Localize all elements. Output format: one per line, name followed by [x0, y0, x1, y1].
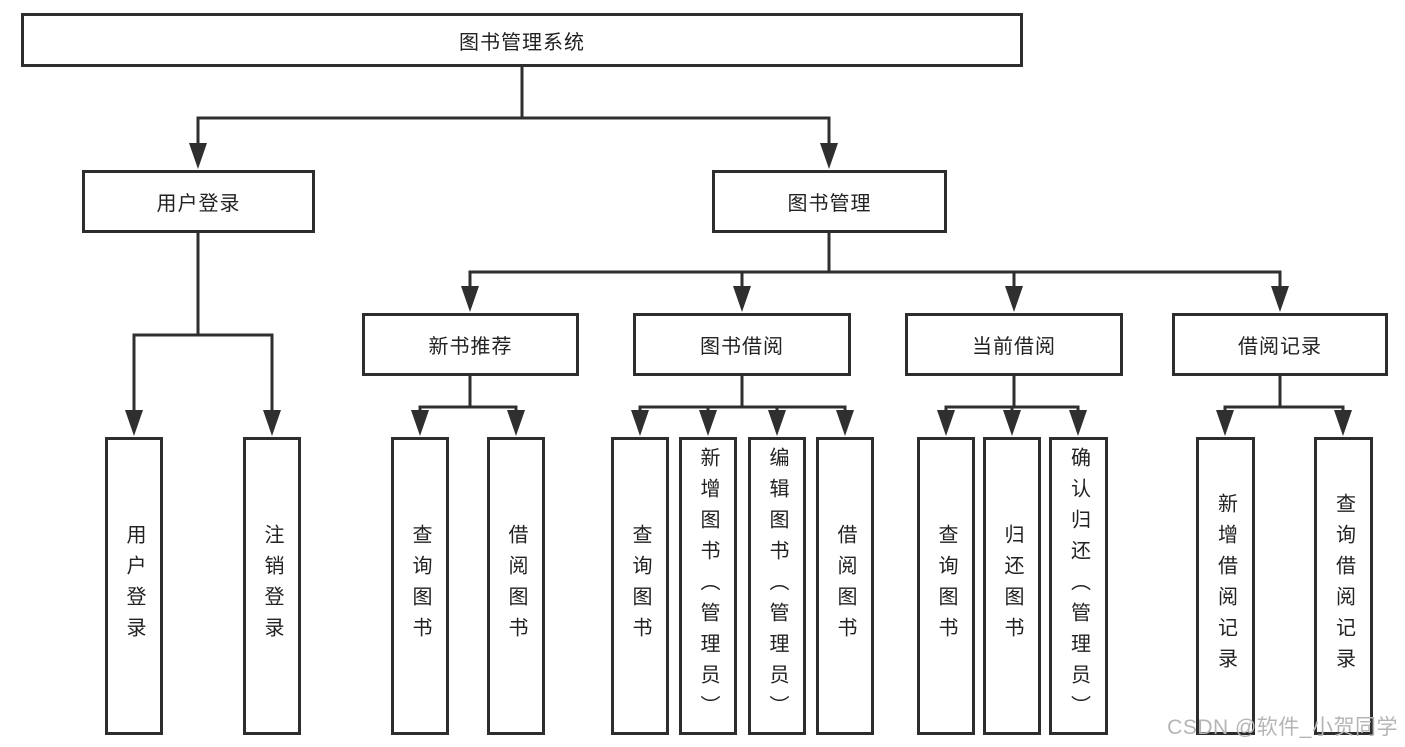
leaf-user-login-label: 用户登录	[123, 524, 145, 648]
node-new-book-recommend: 新书推荐	[362, 313, 579, 376]
leaf-add-book-admin: 新增图书（管理员）	[679, 437, 737, 735]
leaf-edit-book-admin: 编辑图书（管理员）	[748, 437, 806, 735]
arrowhead-icon	[1005, 286, 1023, 312]
node-book-borrow: 图书借阅	[633, 313, 851, 376]
node-book-management-label: 图书管理	[787, 193, 872, 215]
leaf-query-borrow-record-label: 查询借阅记录	[1332, 493, 1355, 679]
leaf-add-borrow-record: 新增借阅记录	[1196, 437, 1255, 735]
node-user-login: 用户登录	[82, 170, 315, 233]
node-book-management-system: 图书管理系统	[21, 13, 1023, 67]
leaf-borrow-books-new-label: 借阅图书	[505, 524, 527, 648]
leaf-query-books-borrow: 查询图书	[611, 437, 669, 735]
node-book-management-system-label: 图书管理系统	[459, 31, 585, 54]
arrowhead-icon	[1271, 286, 1289, 312]
arrowhead-icon	[699, 410, 717, 436]
node-new-book-recommend-label: 新书推荐	[428, 336, 513, 358]
arrowhead-icon	[820, 143, 838, 169]
arrowhead-icon	[1003, 410, 1021, 436]
watermark: CSDN @软件_小贺同学	[1167, 716, 1398, 739]
arrowhead-icon	[1216, 410, 1234, 436]
node-borrow-records-label: 借阅记录	[1238, 336, 1322, 358]
leaf-query-books-current-label: 查询图书	[935, 524, 957, 648]
leaf-return-book-label: 归还图书	[1001, 524, 1023, 648]
leaf-logout: 注销登录	[243, 437, 301, 735]
node-current-borrow: 当前借阅	[905, 313, 1123, 376]
arrowhead-icon	[263, 410, 281, 436]
leaf-borrow-books-borrow: 借阅图书	[816, 437, 874, 735]
arrowhead-icon	[507, 410, 525, 436]
arrowhead-icon	[733, 286, 751, 312]
leaf-confirm-return-admin: 确认归还（管理员）	[1049, 437, 1108, 735]
arrowhead-icon	[1334, 410, 1352, 436]
leaf-query-books-new-label: 查询图书	[409, 524, 431, 648]
node-borrow-records: 借阅记录	[1172, 313, 1388, 376]
arrowhead-icon	[189, 143, 207, 169]
arrowhead-icon	[461, 286, 479, 312]
arrowhead-icon	[937, 410, 955, 436]
leaf-query-books-new: 查询图书	[391, 437, 449, 735]
leaf-confirm-return-admin-label: 确认归还（管理员）	[1067, 446, 1090, 726]
leaf-return-book: 归还图书	[983, 437, 1041, 735]
leaf-borrow-books-new: 借阅图书	[487, 437, 545, 735]
node-user-login-label: 用户登录	[156, 193, 241, 215]
node-book-borrow-label: 图书借阅	[700, 336, 784, 358]
leaf-query-books-borrow-label: 查询图书	[629, 524, 651, 648]
leaf-add-book-admin-label: 新增图书（管理员）	[697, 446, 719, 726]
leaf-logout-label: 注销登录	[261, 524, 283, 648]
arrowhead-icon	[1069, 410, 1087, 436]
leaf-edit-book-admin-label: 编辑图书（管理员）	[766, 446, 788, 726]
node-current-borrow-label: 当前借阅	[972, 336, 1056, 358]
arrowhead-icon	[768, 410, 786, 436]
arrowhead-icon	[836, 410, 854, 436]
arrowhead-icon	[125, 410, 143, 436]
node-book-management: 图书管理	[712, 170, 947, 233]
arrowhead-icon	[411, 410, 429, 436]
leaf-borrow-books-borrow-label: 借阅图书	[834, 524, 856, 648]
leaf-user-login: 用户登录	[105, 437, 163, 735]
leaf-query-books-current: 查询图书	[917, 437, 975, 735]
leaf-add-borrow-record-label: 新增借阅记录	[1214, 493, 1237, 679]
arrowhead-icon	[631, 410, 649, 436]
leaf-query-borrow-record: 查询借阅记录	[1314, 437, 1373, 735]
